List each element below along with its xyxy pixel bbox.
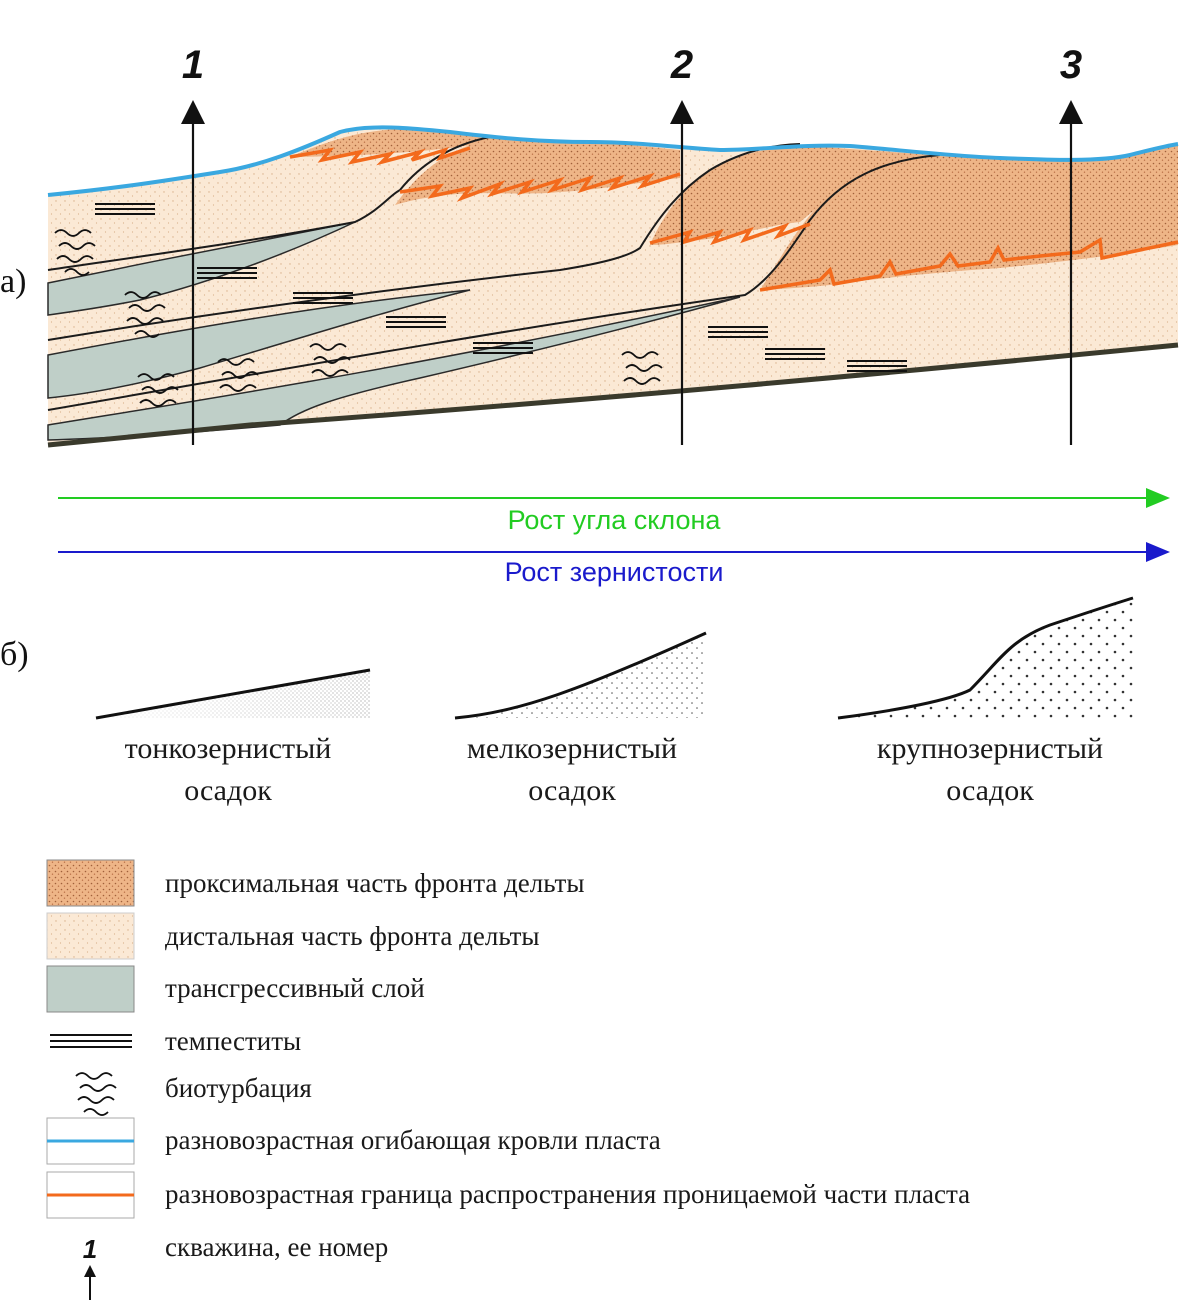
permeable-boundary-3 <box>649 222 811 246</box>
distal-fill-swatch <box>46 912 135 960</box>
panel-label-b: б) <box>0 636 29 673</box>
bioturbation-icon <box>124 291 166 338</box>
legend-item-top-envelope: разновозрастная огибающая кровли пласта <box>46 1117 661 1165</box>
legend-label: проксимальная часть фронта дельты <box>165 868 584 898</box>
legend-label: биотурбация <box>165 1073 312 1103</box>
transgressive-layer-2 <box>47 289 471 399</box>
clinoform-line-3 <box>47 154 941 411</box>
permeable-boundary-2 <box>399 172 681 202</box>
tempestite-icon <box>473 342 533 354</box>
medium-grain-profile: мелкозернистый осадок <box>454 631 707 807</box>
legend-label: трансгрессивный слой <box>165 973 425 1003</box>
grain-label-line1: мелкозернистый <box>467 732 677 765</box>
top-envelope-line <box>47 125 1179 197</box>
legend-item-permeable-boundary: разновозрастная граница распространения … <box>46 1171 970 1219</box>
tempestite-icon <box>50 1034 132 1048</box>
bioturbation-icon <box>217 358 259 392</box>
bioturbation-symbols <box>54 229 663 407</box>
bioturbation-icon <box>54 229 96 276</box>
well-number: 3 <box>1060 43 1082 87</box>
clinoform-line-2 <box>47 143 801 341</box>
tempestite-icon <box>765 348 825 360</box>
well-number: 2 <box>670 43 693 87</box>
bioturbation-icon <box>137 373 179 407</box>
fine-grain-profile: тонкозернистый осадок <box>95 668 371 807</box>
slope-trend-label: Рост угла склона <box>508 505 722 535</box>
well-number: 1 <box>182 43 204 87</box>
panel-label-a: а) <box>0 263 26 300</box>
tempestite-symbols <box>95 203 907 372</box>
clinoform-line-1 <box>47 136 491 271</box>
base-line <box>47 342 1179 448</box>
proximal-lobe-1 <box>290 129 680 205</box>
legend-item-transgressive: трансгрессивный слой <box>46 965 425 1013</box>
well-1: 1 <box>181 43 205 445</box>
tempestite-icon <box>708 326 768 338</box>
grain-trend-arrow: Рост зернистости <box>58 542 1170 587</box>
well-sample-number: 1 <box>83 1234 97 1264</box>
tempestite-icon <box>197 267 257 279</box>
tempestite-icon <box>293 292 353 304</box>
slope-trend-arrow: Рост угла склона <box>58 488 1170 535</box>
legend-item-tempestite: темпеститы <box>50 1026 301 1056</box>
bioturbation-icon <box>75 1072 117 1116</box>
permeable-boundary-4 <box>759 237 1179 292</box>
coarse-grain-profile: крупнозернистый осадок <box>837 596 1134 807</box>
grain-label-line2: осадок <box>528 774 616 807</box>
grain-label-line2: осадок <box>184 774 272 807</box>
legend: проксимальная часть фронта дельты дистал… <box>46 859 970 1300</box>
legend-label: темпеститы <box>165 1026 301 1056</box>
bioturbation-icon <box>309 343 351 377</box>
legend-label: разновозрастная огибающая кровли пласта <box>165 1125 661 1155</box>
legend-item-well: 1 скважина, ее номер <box>83 1232 388 1300</box>
bioturbation-icon <box>621 351 663 385</box>
legend-item-distal: дистальная часть фронта дельты <box>46 912 540 960</box>
tempestite-icon <box>386 316 446 328</box>
legend-label: скважина, ее номер <box>165 1232 388 1262</box>
well-arrow-icon: 1 <box>83 1234 97 1300</box>
grain-label-line2: осадок <box>946 774 1034 807</box>
legend-item-proximal: проксимальная часть фронта дельты <box>46 859 584 907</box>
cross-section: 1 2 3 <box>47 43 1179 448</box>
grain-label-line1: крупнозернистый <box>877 732 1103 765</box>
proximal-lobe-2 <box>650 145 940 245</box>
proximal-fill-swatch <box>46 859 135 907</box>
grain-trend-label: Рост зернистости <box>505 557 724 587</box>
tempestite-icon <box>847 360 907 372</box>
legend-label: разновозрастная граница распространения … <box>165 1179 970 1209</box>
grain-label-line1: тонкозернистый <box>125 732 332 765</box>
legend-item-bioturbation: биотурбация <box>75 1072 312 1116</box>
legend-label: дистальная часть фронта дельты <box>165 921 540 951</box>
tempestite-icon <box>95 203 155 215</box>
well-2: 2 <box>670 43 694 445</box>
permeable-boundary-1 <box>289 146 471 166</box>
well-3: 3 <box>1059 43 1083 445</box>
transgressive-fill-swatch <box>46 965 135 1013</box>
